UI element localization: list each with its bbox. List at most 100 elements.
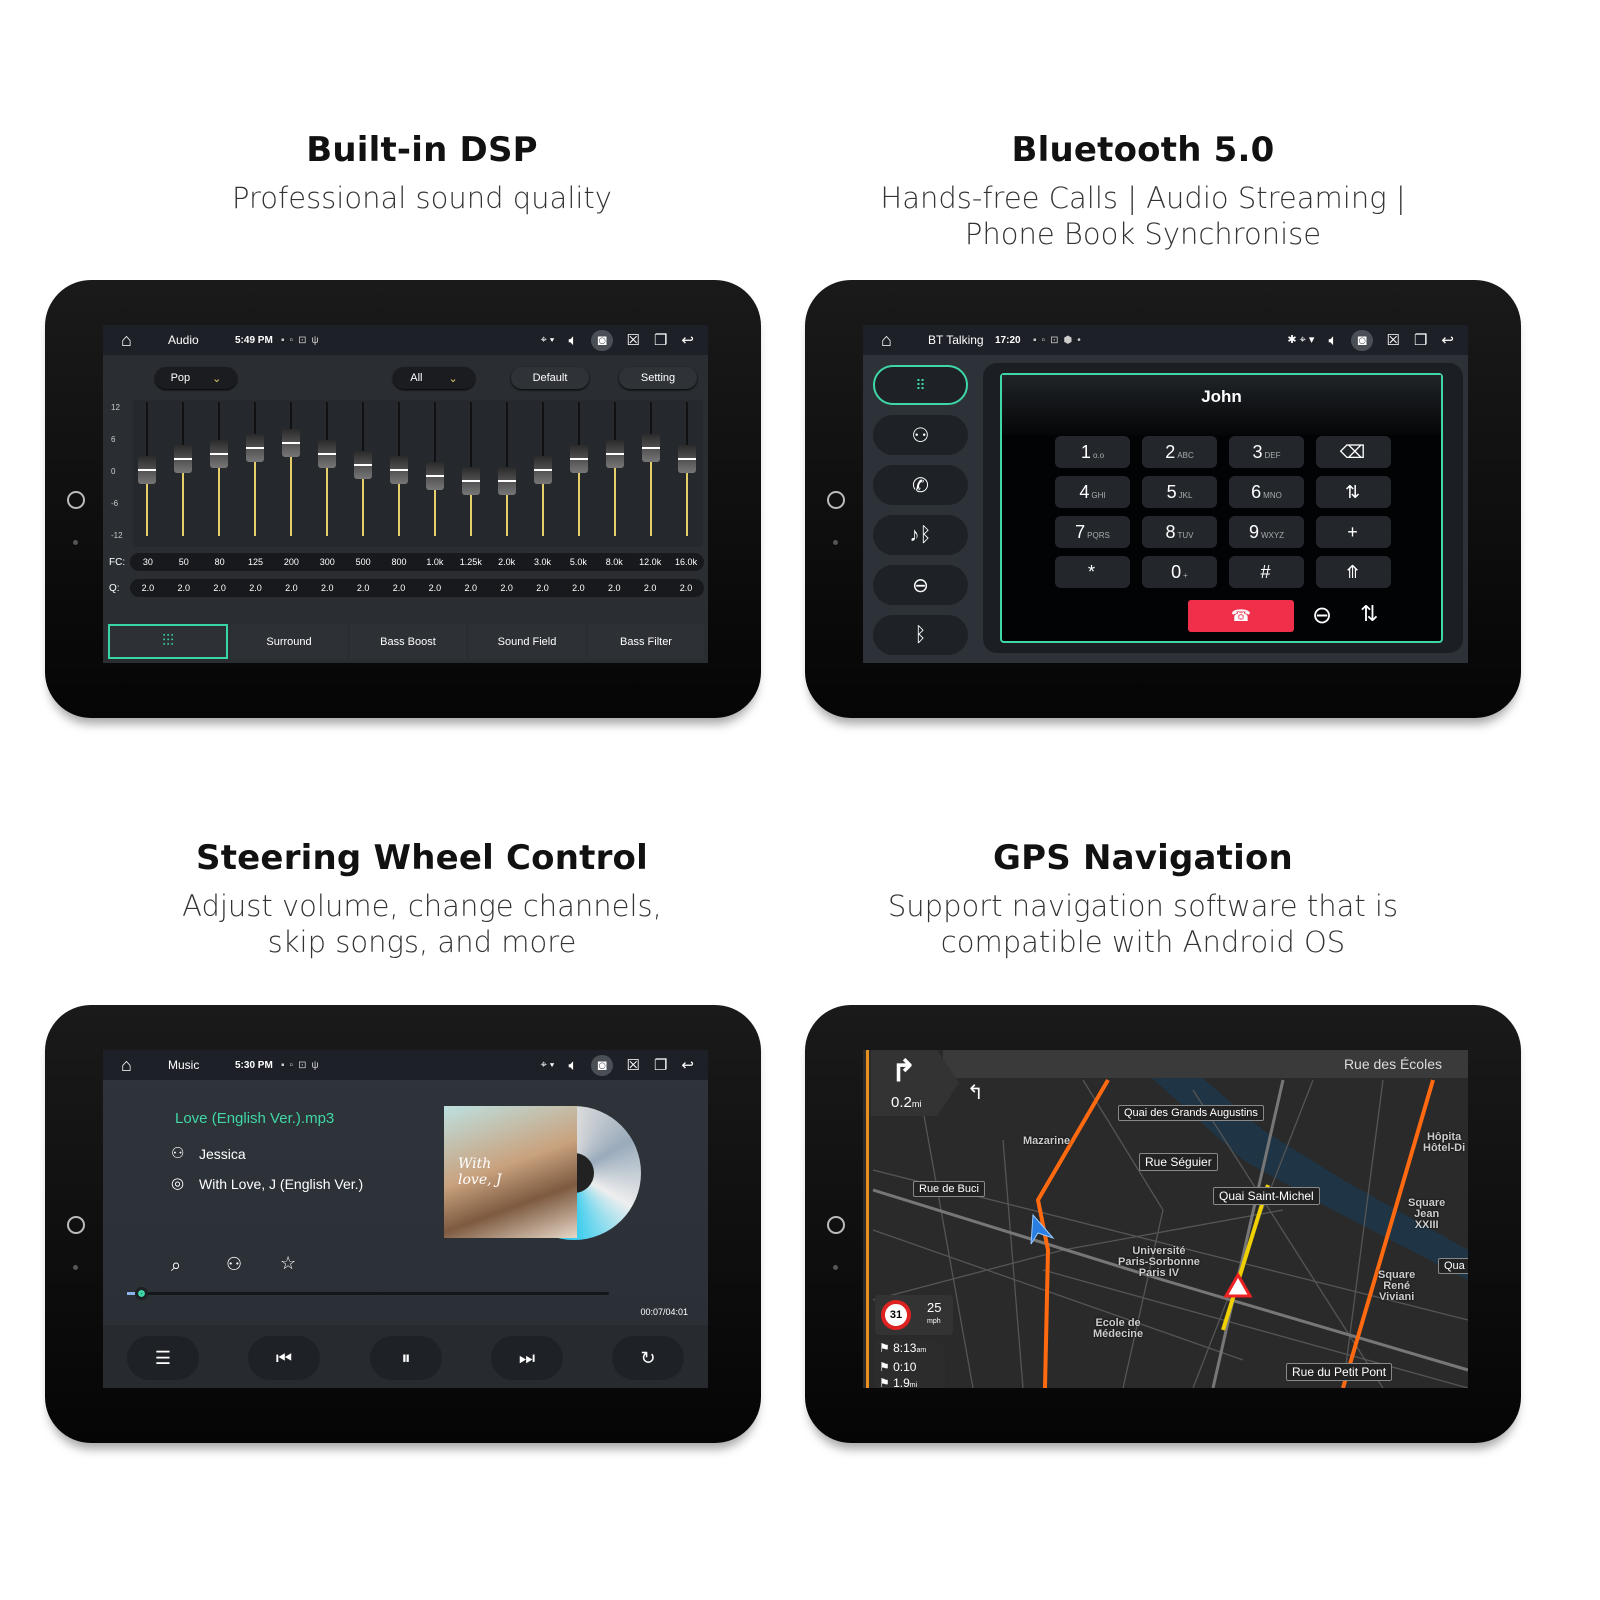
favorite-star-icon[interactable]: ☆ — [280, 1253, 297, 1273]
close-icon[interactable]: ☒ — [1386, 332, 1400, 349]
fc-value[interactable]: 80 — [214, 557, 225, 567]
q-value[interactable]: 2.0 — [536, 583, 549, 593]
q-value[interactable]: 2.0 — [464, 583, 478, 593]
swap-audio-icon[interactable]: ⇅ — [1360, 601, 1379, 626]
bluetooth-settings-button[interactable]: ᛒ — [873, 615, 968, 655]
link-icon[interactable]: ⊖ — [1312, 602, 1333, 629]
fc-value[interactable]: 30 — [142, 557, 153, 567]
playlist-button[interactable]: ☰ — [127, 1336, 199, 1380]
window-icon[interactable]: ❐ — [653, 332, 668, 349]
dial-key[interactable]: ⇅ — [1316, 476, 1391, 508]
home-icon[interactable]: ⌂ — [121, 1054, 132, 1075]
fc-value[interactable]: 300 — [319, 557, 335, 567]
eq-slider[interactable] — [174, 400, 192, 540]
screenshot-icon[interactable]: ◙ — [591, 329, 613, 351]
default-button[interactable]: Default — [511, 367, 589, 389]
tab-surround[interactable]: Surround — [231, 624, 347, 659]
previous-button[interactable]: ⏮︎ — [248, 1336, 320, 1380]
tab-equalizer[interactable]: ⫶⫶⫶ — [108, 624, 228, 659]
fc-value[interactable]: 1.25k — [459, 557, 482, 567]
fc-value[interactable]: 3.0k — [534, 557, 552, 567]
q-value[interactable]: 2.0 — [500, 583, 513, 593]
eq-slider[interactable] — [678, 400, 696, 540]
fc-value[interactable]: 500 — [355, 557, 371, 567]
dial-key[interactable]: + — [1316, 516, 1391, 548]
eq-slider[interactable] — [210, 400, 228, 540]
link-button[interactable]: ⊖ — [873, 565, 968, 605]
preset-dropdown[interactable]: Pop⌄ — [155, 367, 237, 389]
call-log-button[interactable]: ✆ — [873, 465, 968, 505]
search-icon[interactable]: ⌕ — [171, 1255, 182, 1275]
dial-key[interactable]: ⤊ — [1316, 556, 1391, 588]
fc-value[interactable]: 50 — [178, 557, 189, 567]
fc-value[interactable]: 5.0k — [569, 557, 587, 567]
eq-slider-handle[interactable] — [570, 445, 588, 473]
bt-music-button[interactable]: ♪ᛒ — [873, 515, 968, 555]
eq-slider[interactable] — [282, 400, 300, 540]
eq-slider[interactable] — [246, 400, 264, 540]
eq-slider-handle[interactable] — [642, 434, 660, 462]
home-knob[interactable] — [827, 491, 845, 509]
home-icon[interactable]: ⌂ — [121, 329, 132, 350]
eq-slider-handle[interactable] — [534, 456, 552, 484]
home-icon[interactable]: ⌂ — [881, 329, 892, 350]
home-knob[interactable] — [827, 1216, 845, 1234]
q-value[interactable]: 2.0 — [679, 583, 693, 593]
q-value[interactable]: 2.0 — [285, 583, 298, 593]
eq-slider-handle[interactable] — [354, 450, 372, 479]
back-icon[interactable]: ↩ — [1441, 332, 1454, 349]
end-call-button[interactable]: ☎ — [1188, 600, 1294, 632]
repeat-button[interactable]: ↻ — [612, 1336, 684, 1380]
eq-slider[interactable] — [570, 400, 588, 540]
eq-slider[interactable] — [318, 400, 336, 540]
volume-icon[interactable]: 🔈︎ — [568, 1056, 578, 1074]
pause-button[interactable]: ⏸︎ — [370, 1336, 442, 1380]
eq-slider-handle[interactable] — [210, 439, 228, 468]
q-value[interactable]: 2.0 — [428, 583, 442, 593]
eq-slider-handle[interactable] — [426, 461, 444, 490]
next-button[interactable]: ⏭︎ — [491, 1336, 563, 1380]
eq-slider[interactable] — [354, 400, 372, 540]
progress-handle[interactable] — [135, 1287, 149, 1300]
screenshot-icon[interactable]: ◙ — [1351, 329, 1373, 351]
eq-slider[interactable] — [138, 400, 156, 540]
close-icon[interactable]: ☒ — [626, 1057, 640, 1074]
dial-key[interactable]: * — [1055, 556, 1130, 588]
volume-icon[interactable]: 🔈︎ — [568, 331, 578, 349]
q-value[interactable]: 2.0 — [392, 583, 406, 593]
eq-slider[interactable] — [534, 400, 552, 540]
q-value[interactable]: 2.0 — [572, 583, 585, 593]
q-value[interactable]: 2.0 — [213, 583, 226, 593]
eq-slider[interactable] — [642, 400, 660, 540]
close-icon[interactable]: ☒ — [626, 332, 640, 349]
eq-slider-handle[interactable] — [282, 428, 300, 457]
eq-slider-handle[interactable] — [318, 439, 336, 468]
q-value[interactable]: 2.0 — [608, 583, 621, 593]
dial-key[interactable]: # — [1229, 556, 1304, 588]
fc-value[interactable]: 2.0k — [498, 557, 516, 567]
tab-bass-filter[interactable]: Bass Filter — [588, 624, 704, 659]
q-value[interactable]: 2.0 — [643, 583, 657, 593]
fc-value[interactable]: 8.0k — [605, 557, 623, 567]
q-value[interactable]: 2.0 — [356, 583, 370, 593]
eq-slider-handle[interactable] — [174, 445, 192, 473]
dialpad-button[interactable]: ⠿ — [873, 365, 968, 405]
fc-value[interactable]: 200 — [283, 557, 299, 567]
setting-button[interactable]: Setting — [619, 367, 697, 389]
eq-slider[interactable] — [390, 400, 408, 540]
fc-value[interactable]: 16.0k — [675, 557, 698, 567]
eq-slider[interactable] — [498, 400, 516, 540]
home-knob[interactable] — [67, 491, 85, 509]
q-value[interactable]: 2.0 — [141, 583, 155, 593]
eq-slider-handle[interactable] — [498, 467, 516, 495]
fc-value[interactable]: 800 — [391, 557, 407, 567]
eq-slider[interactable] — [606, 400, 624, 540]
fc-value[interactable]: 125 — [248, 557, 264, 567]
